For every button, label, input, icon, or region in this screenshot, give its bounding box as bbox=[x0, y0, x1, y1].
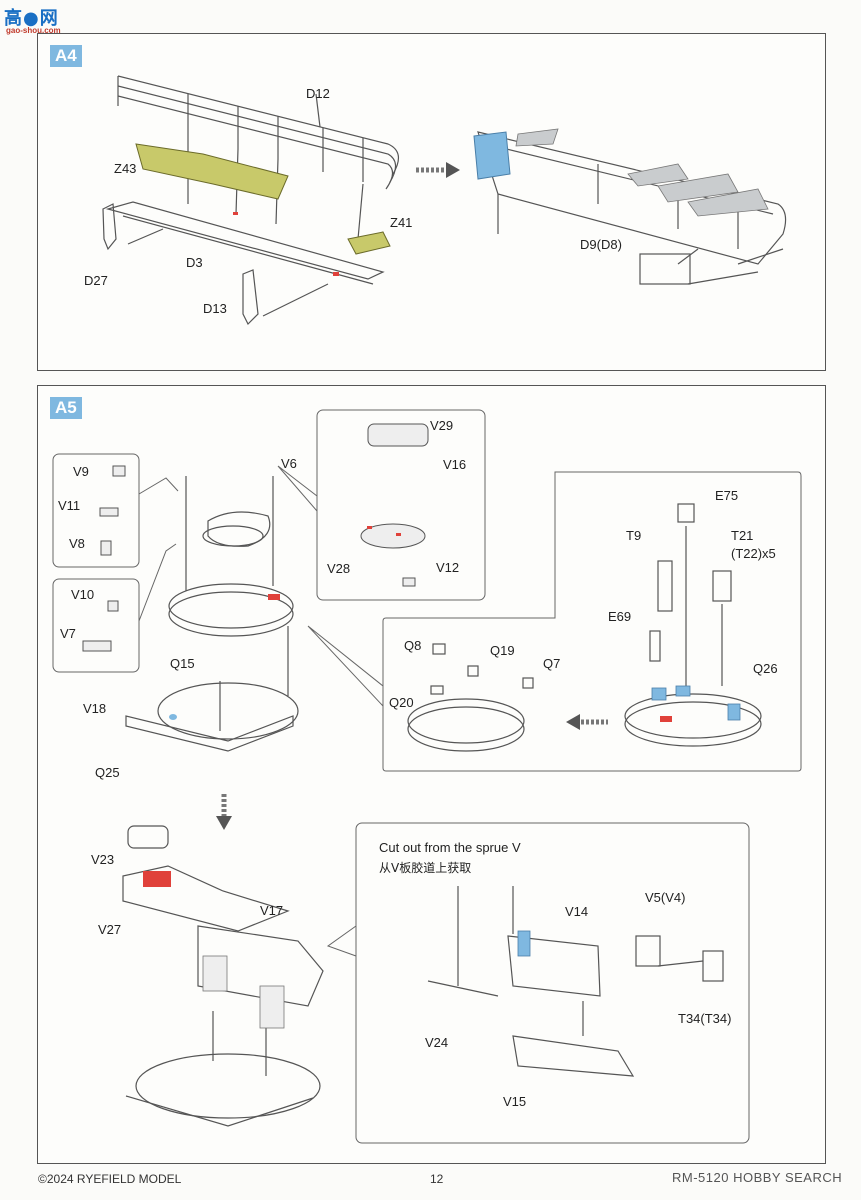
blue-part-q15 bbox=[169, 714, 177, 720]
label-v15: V15 bbox=[503, 1094, 526, 1109]
label-q20: Q20 bbox=[389, 695, 414, 710]
blue-part-v14 bbox=[517, 930, 531, 957]
label-t21: T21 bbox=[731, 528, 753, 543]
label-d12: D12 bbox=[306, 86, 330, 101]
label-q25: Q25 bbox=[95, 765, 120, 780]
label-q26: Q26 bbox=[753, 661, 778, 676]
mesh-panel-z43 bbox=[135, 143, 289, 200]
label-d9-d8: D9(D8) bbox=[580, 237, 622, 252]
label-d3: D3 bbox=[186, 255, 203, 270]
callout-box-v29-v16 bbox=[316, 409, 486, 601]
step-a4-badge: A4 bbox=[50, 45, 82, 67]
label-q7: Q7 bbox=[543, 656, 560, 671]
glue-point bbox=[268, 594, 280, 600]
site-logo: 高●网 gao-shou.com bbox=[4, 4, 74, 38]
callout-box-turret-ring bbox=[382, 471, 802, 772]
step-down-arrow bbox=[216, 794, 232, 830]
label-v6: V6 bbox=[281, 456, 297, 471]
label-e69: E69 bbox=[608, 609, 631, 624]
glue-point bbox=[233, 212, 238, 215]
label-v17: V17 bbox=[260, 903, 283, 918]
callout-box-v9-v11-v8 bbox=[52, 453, 140, 568]
step-a4-panel: A4 bbox=[37, 33, 826, 371]
label-t22-x5: (T22)x5 bbox=[731, 546, 776, 561]
label-v9: V9 bbox=[73, 464, 89, 479]
footer-copyright: ©2024 RYEFIELD MODEL bbox=[38, 1172, 182, 1186]
step-direction-arrow bbox=[416, 162, 460, 178]
site-logo-text: 高●网 bbox=[4, 8, 59, 29]
assembled-railing-view bbox=[477, 131, 787, 285]
label-v16: V16 bbox=[443, 457, 466, 472]
step-a5-illustration: V9 V11 V8 V10 V7 V6 V29 V16 V28 V12 E75 … bbox=[52, 409, 802, 1144]
glue-area-v27 bbox=[143, 871, 171, 887]
label-v10: V10 bbox=[71, 587, 94, 602]
step-a5-panel: A5 bbox=[37, 385, 826, 1164]
q26-ring-assembly bbox=[624, 503, 762, 747]
glue-point bbox=[333, 272, 339, 276]
label-q8: Q8 bbox=[404, 638, 421, 653]
label-z43: Z43 bbox=[114, 161, 136, 176]
label-v27: V27 bbox=[98, 922, 121, 937]
footer-page-number: 12 bbox=[430, 1172, 444, 1186]
label-q15: Q15 bbox=[170, 656, 195, 671]
label-v18: V18 bbox=[83, 701, 106, 716]
base-frame-d3 bbox=[105, 201, 385, 280]
label-v23: V23 bbox=[91, 852, 114, 867]
turret-interior-assembly bbox=[122, 825, 324, 1127]
label-v24: V24 bbox=[425, 1035, 448, 1050]
label-v28: V28 bbox=[327, 561, 350, 576]
label-t9: T9 bbox=[626, 528, 641, 543]
label-cut-note-cn: 从V板胶道上获取 bbox=[379, 860, 471, 875]
label-d27: D27 bbox=[84, 273, 108, 288]
label-t34: T34(T34) bbox=[678, 1011, 731, 1026]
label-v14: V14 bbox=[565, 904, 588, 919]
q-ring-assembly bbox=[407, 643, 534, 752]
bracket-d27 bbox=[102, 203, 117, 251]
turret-ring-assembly bbox=[125, 476, 299, 752]
label-v12: V12 bbox=[436, 560, 459, 575]
blue-bracket-part bbox=[473, 131, 511, 180]
q-ring-direction-arrow bbox=[566, 714, 608, 730]
footer-watermark: RM-5120 HOBBY SEARCH bbox=[672, 1170, 843, 1185]
label-v29: V29 bbox=[430, 418, 453, 433]
label-v5-v4: V5(V4) bbox=[645, 890, 685, 905]
label-q19: Q19 bbox=[490, 643, 515, 658]
sprue-v-parts bbox=[427, 886, 724, 1077]
step-a4-illustration: D12 Z43 Z41 D27 D3 D13 D9(D8) bbox=[84, 75, 787, 326]
glue-point bbox=[660, 716, 672, 722]
label-v7: V7 bbox=[60, 626, 76, 641]
label-e75: E75 bbox=[715, 488, 738, 503]
label-v11: V11 bbox=[58, 498, 80, 513]
mesh-panel-z41 bbox=[347, 231, 391, 255]
callout-box-sprue-v bbox=[355, 822, 750, 1144]
bracket-d13 bbox=[242, 269, 259, 326]
step-a5-badge: A5 bbox=[50, 397, 82, 419]
label-z41: Z41 bbox=[390, 215, 412, 230]
label-cut-note: Cut out from the sprue V bbox=[379, 840, 521, 855]
label-v8: V8 bbox=[69, 536, 85, 551]
site-url: gao-shou.com bbox=[6, 26, 61, 35]
label-d13: D13 bbox=[203, 301, 227, 316]
